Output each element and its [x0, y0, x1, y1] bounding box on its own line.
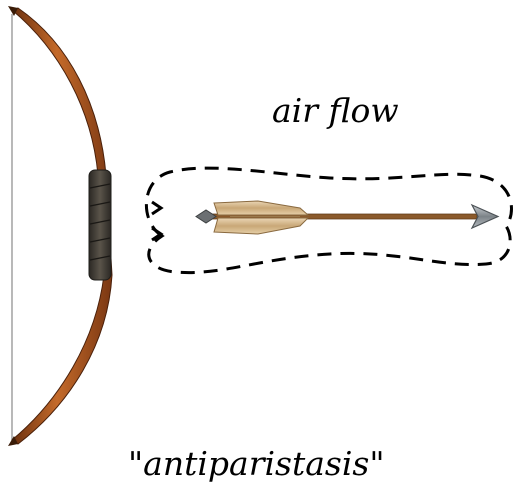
- arrow-illustration: [196, 201, 498, 234]
- diagram-caption: "antiparistasis": [128, 447, 385, 480]
- air-flow-label: air flow: [272, 94, 399, 127]
- bow-illustration: [8, 6, 112, 446]
- arrow-nock: [196, 210, 216, 223]
- arrow-fletching-top: [214, 201, 308, 215]
- air-flow-arrowhead-upper: [152, 202, 161, 214]
- arrow-fletching-bottom: [214, 218, 308, 234]
